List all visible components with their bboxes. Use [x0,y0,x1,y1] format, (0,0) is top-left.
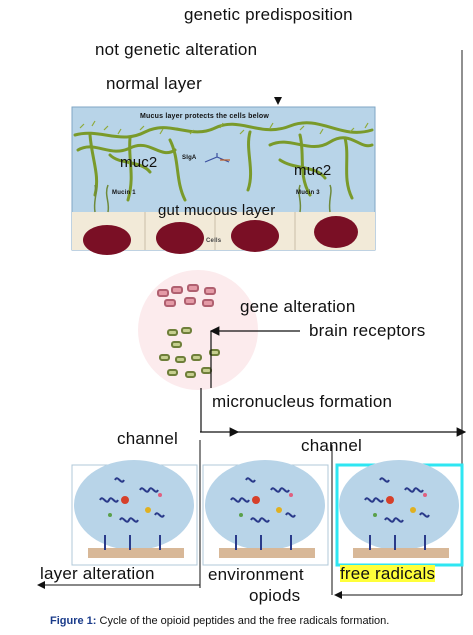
label-free-radicals: free radicals [340,564,436,583]
label-cells: Cells [206,238,222,244]
caption-text: Cycle of the opioid peptides and the fre… [99,615,390,627]
label-brain-receptors: brain receptors [309,321,426,340]
label-layer-alteration: layer alteration [40,564,155,583]
label-channel-right: channel [301,436,362,455]
label-siga: SIgA [182,155,197,161]
figure-caption: Figure 1: Cycle of the opioid peptides a… [50,615,389,627]
cell-nucleus [231,220,279,252]
label-muc2-left: muc2 [120,154,158,171]
cell-nucleus [83,225,131,255]
siga-antibody [204,153,230,163]
label-environment: environment [208,565,304,584]
label-gene-alteration: gene alteration [240,297,356,316]
cell-panel-2 [202,460,329,566]
label-gut-mucous-layer: gut mucous layer [158,202,276,219]
label-channel-left: channel [117,429,178,448]
label-normal-layer: normal layer [106,74,202,93]
chromosome-circle [138,270,258,390]
caption-label: Figure 1: [50,615,97,627]
mucus-strands [73,121,374,202]
label-mucin1: Mucin 1 [112,190,136,196]
cell-panel-1 [71,460,198,566]
label-micronucleus-formation: micronucleus formation [212,392,393,411]
cell-nucleus [314,216,358,248]
label-mucin3: Mucin 3 [296,190,320,196]
label-opiods: opiods [249,586,301,605]
cell-panel-3 [335,460,464,567]
mucus-layer-panel [71,106,376,255]
label-not-genetic-alteration: not genetic alteration [95,40,258,59]
mucus-panel-title: Mucus layer protects the cells below [140,113,269,120]
label-genetic-predisposition: genetic predisposition [184,5,353,24]
label-muc2-right: muc2 [294,162,332,179]
cell-nucleus [156,222,204,254]
